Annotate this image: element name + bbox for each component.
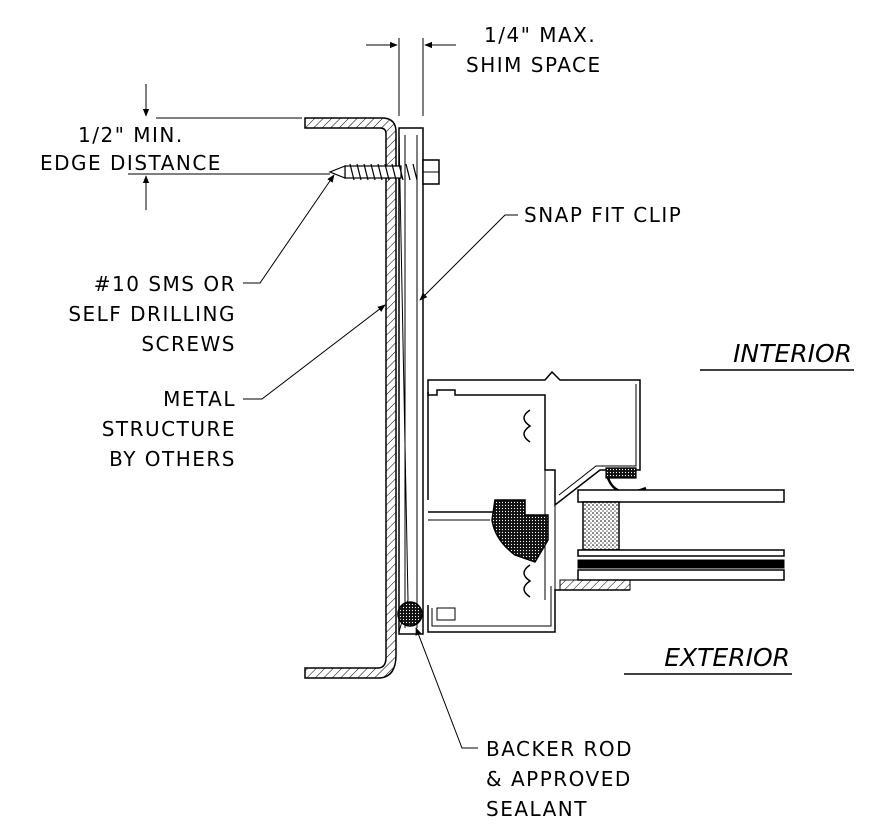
- shim-space-dimension: [366, 38, 456, 116]
- screw: [328, 159, 440, 185]
- edge-distance-dimension: [128, 84, 330, 210]
- shim-label-line1: 1/4" MAX.: [484, 23, 596, 47]
- thermal-break: [491, 499, 549, 563]
- edge-label-line2: EDGE DISTANCE: [40, 151, 222, 175]
- insulated-glass-unit: [559, 489, 785, 591]
- metal-structure-channel: [304, 117, 397, 679]
- glazing-gasket: [605, 467, 647, 494]
- interior-label: INTERIOR: [733, 339, 852, 368]
- shim-label-line2: SHIM SPACE: [466, 53, 602, 77]
- clip-label: SNAP FIT CLIP: [524, 203, 682, 227]
- edge-label-line1: 1/2" MIN.: [78, 123, 184, 147]
- screws-label-line3: SCREWS: [141, 332, 236, 356]
- backer-label-line3: SEALANT: [486, 797, 588, 821]
- exterior-label: EXTERIOR: [664, 643, 790, 672]
- screws-label-line1: #10 SMS OR: [94, 272, 236, 296]
- snap-fit-clip: [398, 127, 424, 635]
- backer-label-line1: BACKER ROD: [486, 737, 633, 761]
- screws-label-line2: SELF DRILLING: [68, 302, 236, 326]
- metal-label-line3: BY OTHERS: [109, 447, 236, 471]
- backer-rod: [397, 601, 423, 627]
- leader-lines: [243, 174, 518, 749]
- backer-label-line2: & APPROVED: [486, 767, 632, 791]
- metal-label-line2: STRUCTURE: [102, 417, 236, 441]
- metal-label-line1: METAL: [163, 387, 236, 411]
